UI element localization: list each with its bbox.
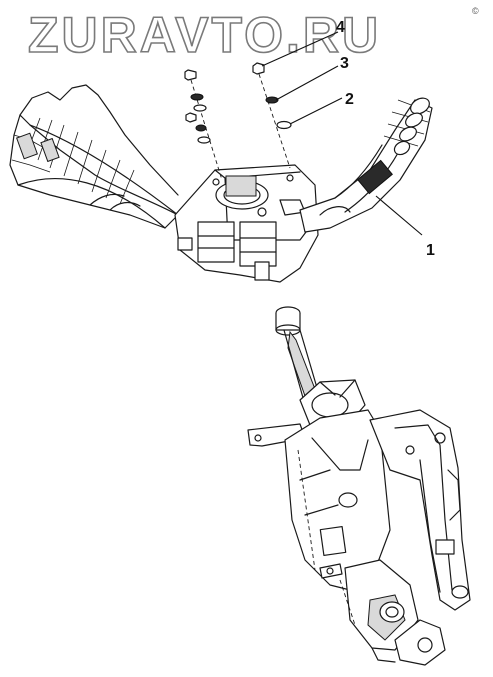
right-stalk bbox=[299, 97, 433, 233]
svg-text:4: 4 bbox=[336, 19, 345, 36]
callout-3: 3 bbox=[275, 55, 349, 101]
callout-4: 4 bbox=[261, 19, 345, 67]
switch-housing bbox=[174, 164, 319, 283]
lock-washer bbox=[276, 120, 292, 130]
svg-text:2: 2 bbox=[345, 91, 354, 108]
watermark-text: ZURAVTO.RU bbox=[28, 7, 381, 63]
callout-2: 2 bbox=[289, 91, 354, 125]
combination-switch bbox=[9, 84, 433, 283]
steering-column bbox=[247, 306, 471, 666]
svg-text:1: 1 bbox=[426, 242, 435, 259]
screw bbox=[252, 62, 265, 75]
right-fastener-stack bbox=[252, 62, 292, 169]
corner-mark: © bbox=[472, 6, 479, 16]
callout-1: 1 bbox=[375, 195, 435, 259]
left-stalk bbox=[9, 84, 179, 229]
flat-washer bbox=[265, 96, 279, 104]
svg-text:3: 3 bbox=[340, 55, 349, 72]
left-fastener-stack bbox=[184, 69, 223, 181]
